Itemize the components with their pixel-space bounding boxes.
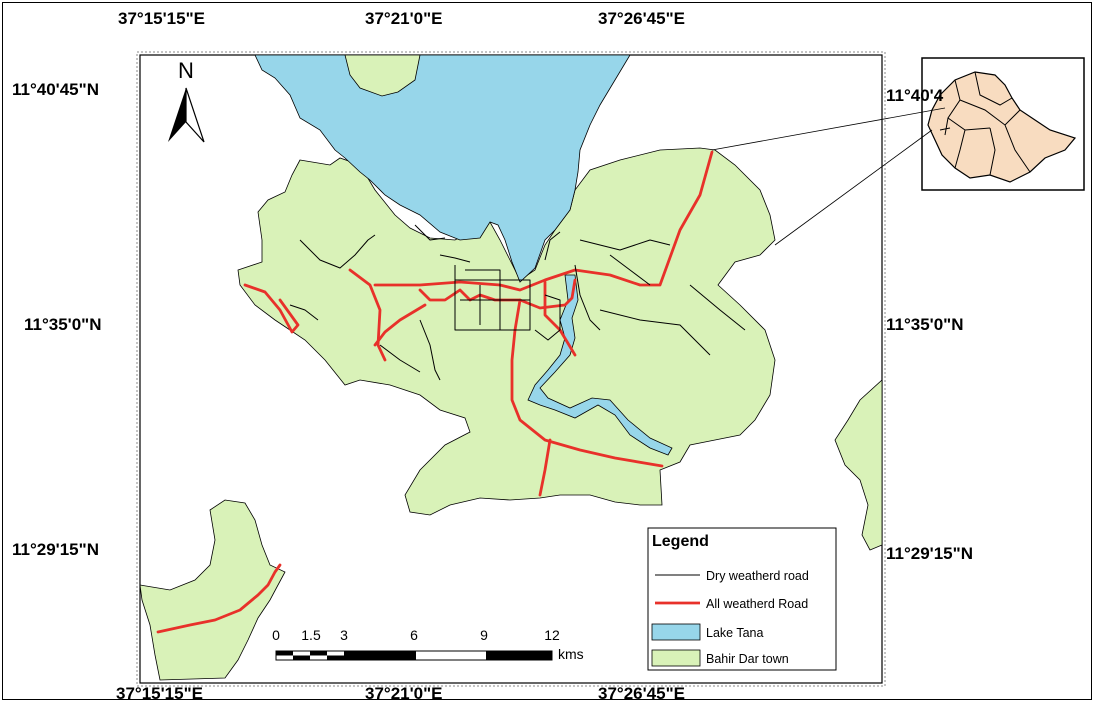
scale-tick: 3 xyxy=(340,627,348,643)
map-area xyxy=(139,54,883,681)
legend-label-all-weather-road: All weatherd Road xyxy=(706,597,808,611)
coord-left-3: 11°29'15"N xyxy=(12,540,99,559)
legend-label-lake: Lake Tana xyxy=(706,626,764,640)
coord-top-2: 37°21'0"E xyxy=(365,9,443,28)
scale-tick: 9 xyxy=(480,627,488,643)
legend-title: Legend xyxy=(652,533,709,550)
coord-left-2: 11°35'0"N xyxy=(24,315,102,334)
lake-tana-area xyxy=(527,274,673,456)
coord-right-2: 11°35'0"N xyxy=(886,315,964,334)
coord-bottom-1: 37°15'15"E xyxy=(116,684,203,703)
scale-bar: 0 1.5 3 6 9 12 kms xyxy=(272,627,584,662)
inset-map xyxy=(711,57,1085,246)
scale-tick: 6 xyxy=(410,627,418,643)
coord-top-3: 37°26'45"E xyxy=(598,9,685,28)
north-arrow-icon: N xyxy=(168,58,205,143)
bahir-dar-town-area xyxy=(139,499,286,681)
coord-top-1: 37°15'15"E xyxy=(118,9,205,28)
legend-label-town: Bahir Dar town xyxy=(706,652,789,666)
legend-swatch-town xyxy=(651,649,701,667)
lake-tana-area xyxy=(254,54,631,283)
bahir-dar-town-area xyxy=(344,54,421,97)
coord-bottom-3: 37°26'45"E xyxy=(598,684,685,703)
bahir-dar-town-area xyxy=(834,379,883,551)
legend: Legend Dry weatherd road All weatherd Ro… xyxy=(647,527,837,671)
scale-tick: 12 xyxy=(544,627,560,643)
legend-label-dry-road: Dry weatherd road xyxy=(706,569,809,583)
scale-tick: 0 xyxy=(272,627,280,643)
dry-weather-roads xyxy=(289,224,746,381)
all-weather-roads xyxy=(156,150,714,634)
scale-unit: kms xyxy=(558,646,584,662)
coord-right-3: 11°29'15"N xyxy=(886,544,973,563)
coord-bottom-2: 37°21'0"E xyxy=(365,684,443,703)
inset-country-shape xyxy=(927,71,1077,183)
coord-right-1: 11°40'4 xyxy=(886,86,944,105)
north-label: N xyxy=(178,58,194,83)
coord-left-1: 11°40'45"N xyxy=(12,80,99,99)
legend-swatch-lake xyxy=(651,623,701,641)
main-map-frame-outer xyxy=(136,51,886,687)
scale-tick: 1.5 xyxy=(301,627,321,643)
